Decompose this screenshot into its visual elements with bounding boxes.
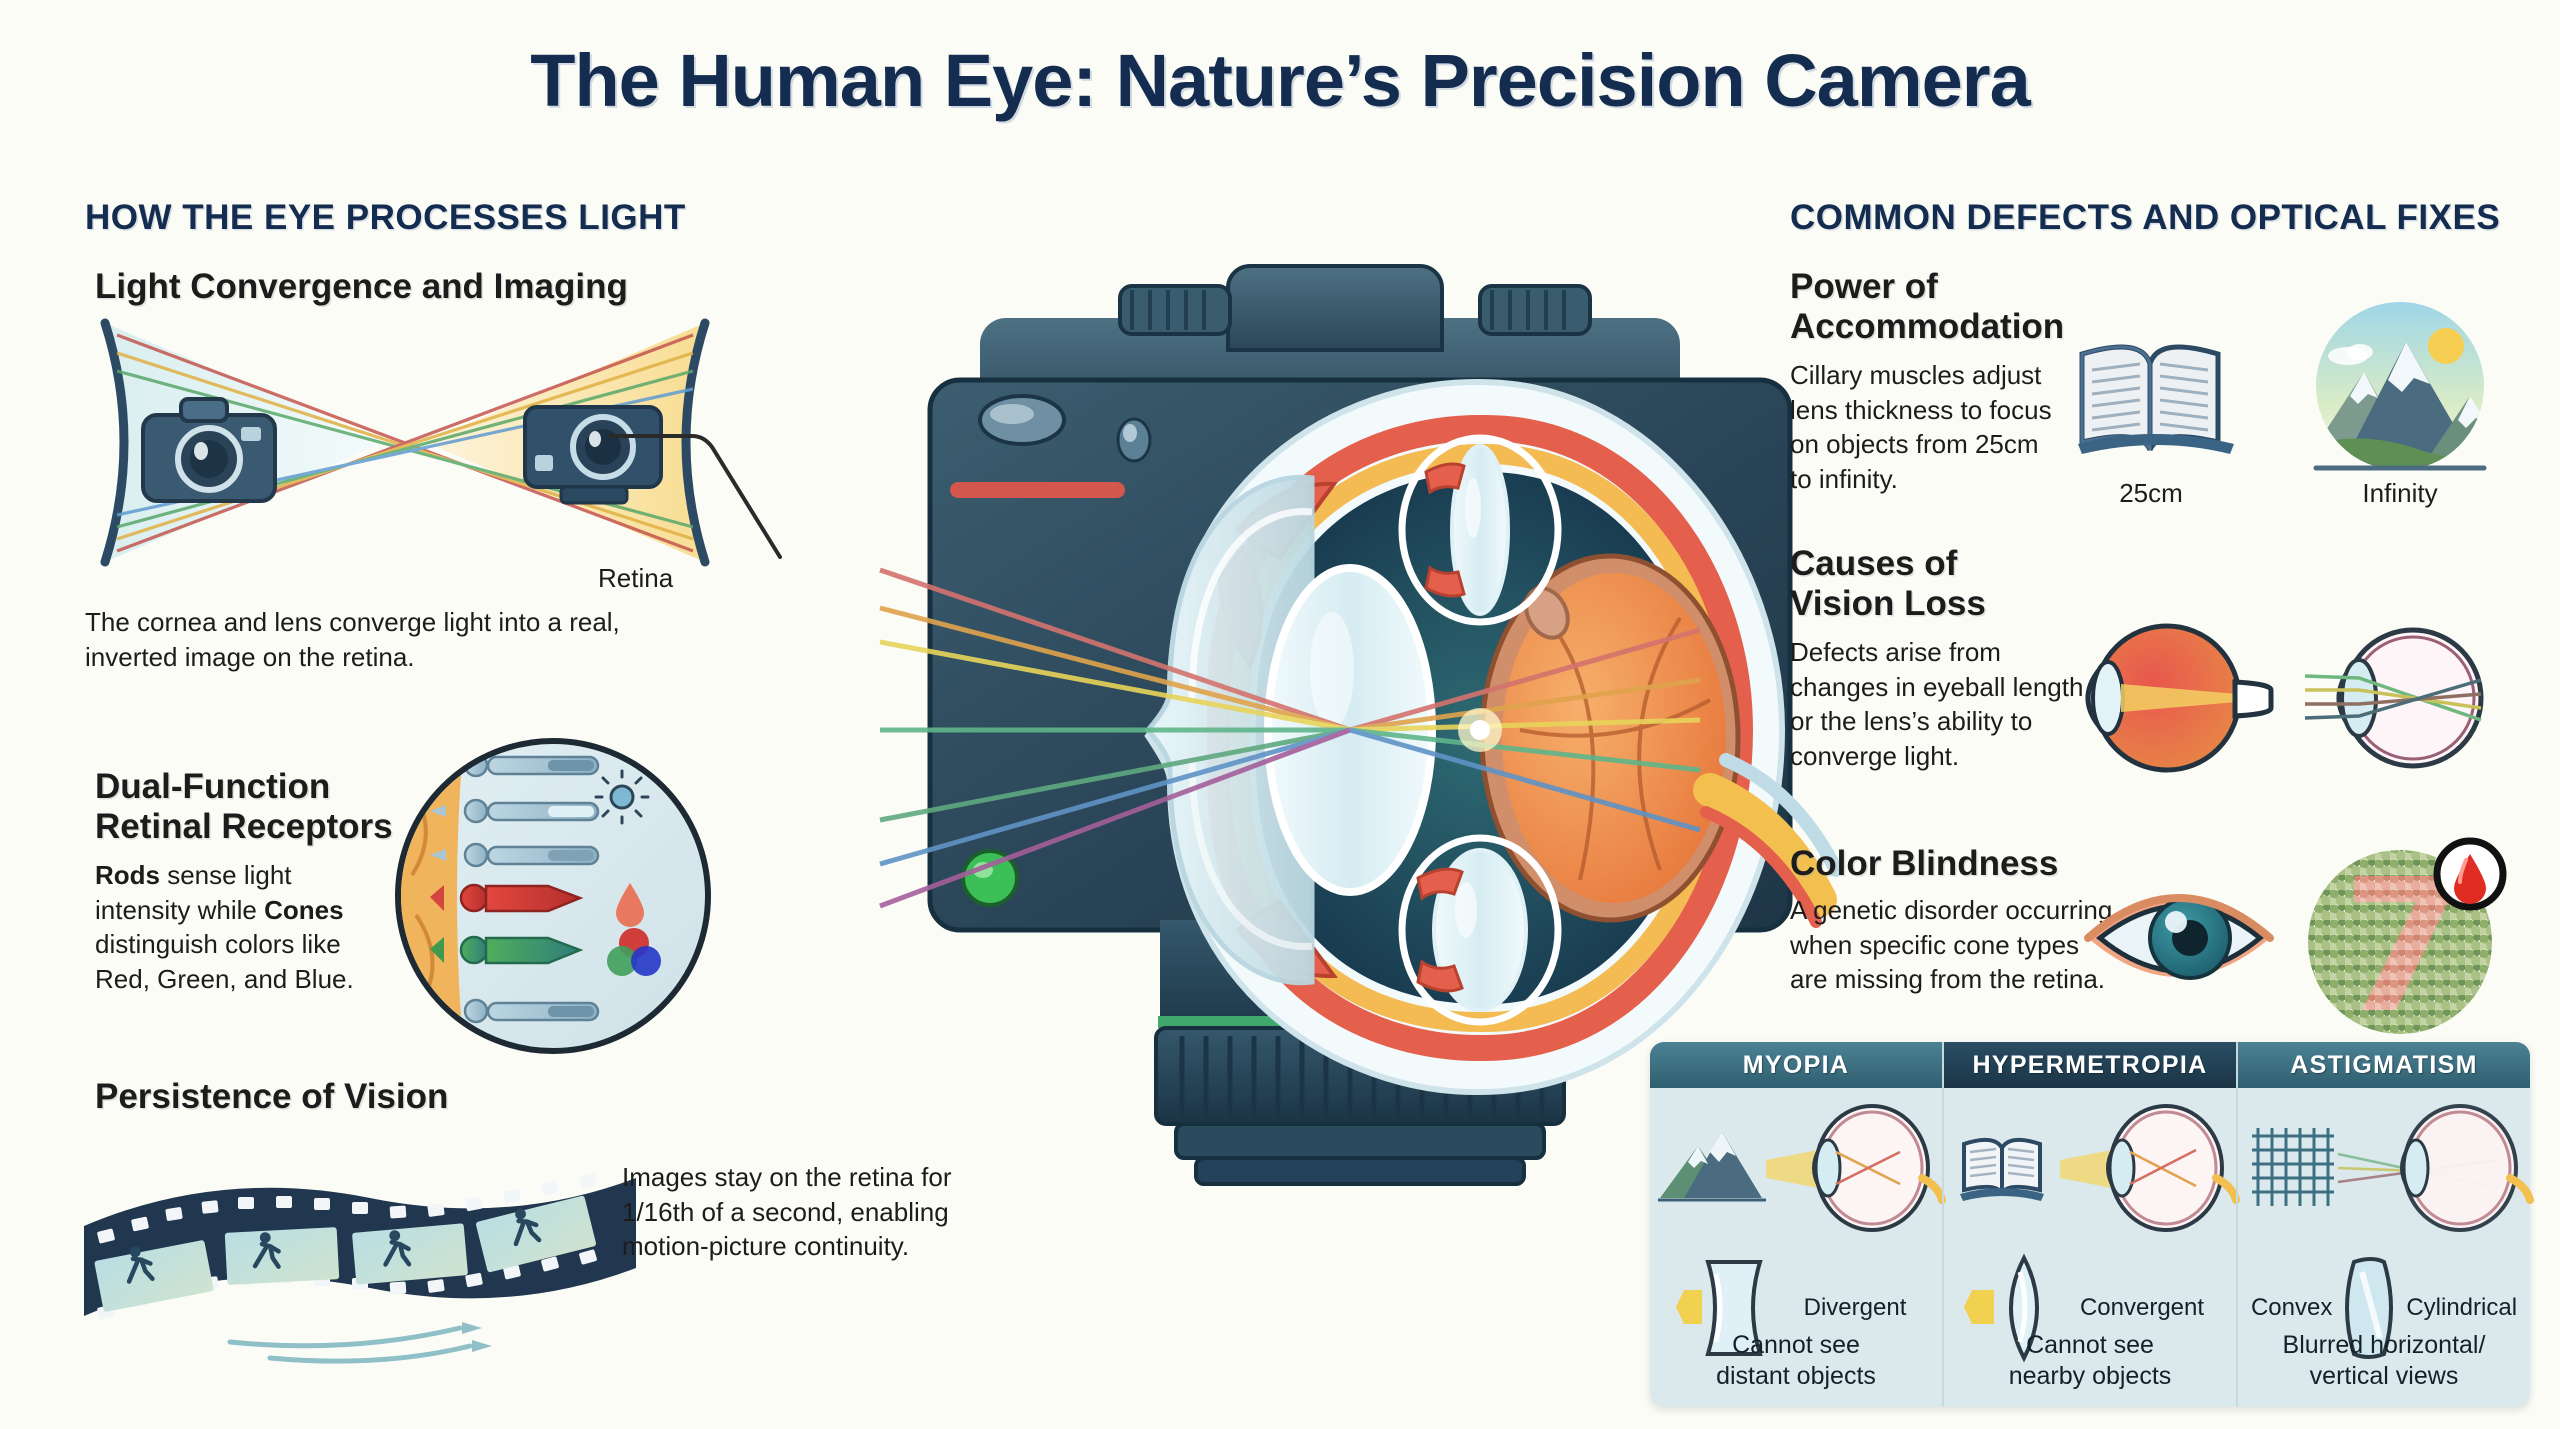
heading-accommodation-line1: Power of [1790,267,1938,306]
connector-line [608,434,782,559]
astigmatism-footer-line1: Blurred horizontal/ [2282,1331,2486,1359]
light-convergence-diagram [85,315,725,570]
mountain-landscape-icon [2313,302,2487,471]
hypermetropia-lens-label: Convergent [2079,1294,2205,1321]
retinal-receptors-body: Rods sense light intensity while Cones d… [95,858,385,996]
heading-vision-loss-line1: Causes of [1790,544,1958,583]
astigmatism-footer-line2: vertical views [2309,1361,2459,1390]
rods-text: sense light intensity while [95,860,292,925]
accommodation-body: Cillary muscles adjust lens thickness to… [1790,360,2052,494]
hypermetropia-lens-row: Convergent [1944,1248,2236,1368]
column-body-myopia: Divergent Cannot see distant objects [1650,1088,1946,1407]
mountain-icon [1658,1132,1766,1202]
accommodation-icon-caption-far: Infinity [2362,478,2438,508]
myopia-footer-line2: distant objects [1716,1361,1876,1390]
open-book-icon [2078,344,2234,454]
column-header-myopia: MYOPIA [1650,1042,1942,1088]
light-convergence-body: The cornea and lens converge light into … [85,607,620,672]
table-column-myopia: MYOPIA [1650,1042,1946,1407]
column-header-hypermetropia: HYPERMETROPIA [1944,1042,2236,1088]
grid-lines-icon [2252,1128,2334,1206]
heading-color-blindness: Color Blindness [1790,844,2059,883]
heading-retinal-receptors-line1: Dual-Function [95,767,331,806]
myopia-lens-row: Divergent [1650,1248,1942,1368]
eyeball-cross-section-red-icon [2085,623,2274,773]
camera-eye-illustration [879,230,1843,1290]
persistence-body: Images stay on the retina for 1/16th of … [622,1162,952,1262]
heading-light-convergence: Light Convergence and Imaging [95,267,628,306]
hypermetropia-footer-line2: nearby objects [2008,1361,2172,1390]
cylindrical-lens-icon [2345,1257,2394,1359]
retina-label: Retina [598,563,674,593]
convex-lens-icon [1963,1253,2039,1363]
hypermetropia-footer: Cannot see nearby objects [1944,1330,2236,1391]
heading-accommodation-line2: Accommodation [1790,307,2065,346]
concave-lens-icon [1675,1260,1763,1356]
column-body-astigmatism: Convex Cylindrical Blurred horizontal/ v… [2238,1088,2534,1407]
open-book-icon [1960,1137,2044,1201]
defect-comparison-table: MYOPIA [1650,1042,2534,1407]
accommodation-icon-caption-near: 25cm [2119,478,2183,508]
myopia-footer: Cannot see distant objects [1650,1330,1942,1391]
myopia-footer-line1: Cannot see [1732,1331,1860,1359]
filmstrip-diagram [80,1160,636,1364]
cones-term: Cones [264,894,344,925]
page-title: The Human Eye: Nature’s Precision Camera [530,39,2030,122]
column-header-astigmatism: ASTIGMATISM [2238,1042,2530,1088]
heading-persistence-of-vision: Persistence of Vision [95,1077,449,1116]
retinal-receptors-diagram [392,735,714,1057]
astigmatism-lens-label-right: Cylindrical [2406,1294,2518,1321]
astigmatism-lens-row: Convex Cylindrical [2238,1248,2530,1368]
rods-term: Rods [95,860,160,890]
left-column-header: HOW THE EYE PROCESSES LIGHT [85,198,686,237]
hypermetropia-footer-line1: Cannot see [2026,1331,2154,1359]
color-blindness-body: A genetic disorder occurring when specif… [1790,895,2113,995]
eyeball-ray-diagram-icon [2304,627,2484,769]
table-column-astigmatism: ASTIGMATISM [2236,1042,2534,1407]
cones-text: distinguish colors like Red, Green, and … [95,929,354,994]
heading-retinal-receptors-line2: Retinal Receptors [95,807,393,846]
right-column-header: COMMON DEFECTS AND OPTICAL FIXES [1790,198,2501,237]
human-eye-icon [2084,894,2274,980]
myopia-lens-label: Divergent [1803,1294,1907,1321]
vision-loss-body: Defects arise from changes in eyeball le… [1790,637,2084,771]
astigmatism-footer: Blurred horizontal/ vertical views [2238,1330,2530,1391]
heading-vision-loss-line2: Vision Loss [1790,584,1986,623]
ishihara-plate-icon [2308,837,2507,1034]
table-column-hypermetropia: HYPERMETROPIA [1942,1042,2240,1407]
astigmatism-eye-diagram [2238,1102,2534,1242]
column-body-hypermetropia: Convergent Cannot see nearby objects [1944,1088,2240,1407]
myopia-eye-diagram [1650,1102,1946,1242]
astigmatism-lens-label-left: Convex [2250,1294,2333,1321]
hypermetropia-eye-diagram [1944,1102,2240,1242]
